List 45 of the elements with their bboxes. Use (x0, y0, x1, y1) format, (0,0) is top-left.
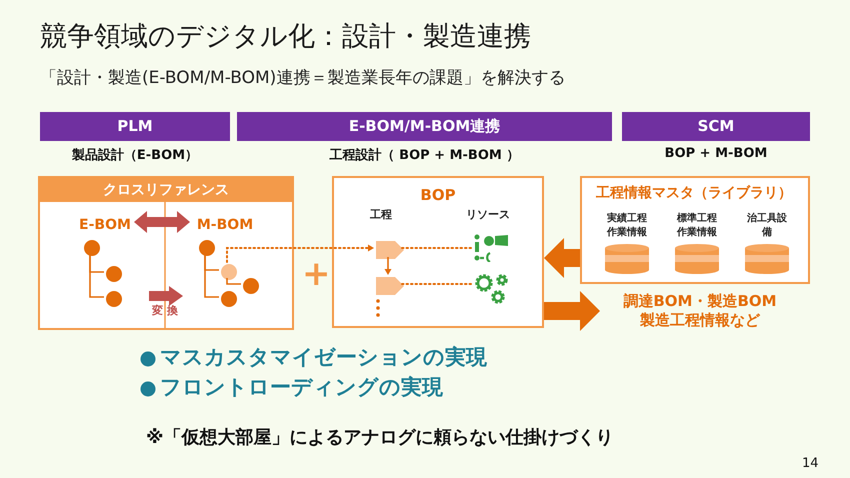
tree-line (204, 254, 219, 298)
block-arrow (544, 238, 580, 278)
bar-caption: BOP + M-BOM (664, 146, 768, 161)
dotted-line (401, 247, 473, 249)
bar-caption: 工程設計（ BOP + M-BOM ） (328, 146, 520, 164)
tree-circle (221, 291, 237, 307)
cylinder-caption: 実績工程作業情報 (606, 212, 648, 240)
tree-circle (221, 264, 237, 280)
subtitle: 「設計・製造(E-BOM/M-BOM)連携＝製造業長年の課題」を解決する (40, 67, 566, 89)
bullet-text: マスカスタマイゼーションの実現 (160, 344, 487, 371)
cylinder-caption: 標準工程作業情報 (676, 212, 718, 240)
panel-header: クロスリファレンス (40, 178, 292, 202)
block-arrow (544, 291, 600, 331)
tree-circle (84, 240, 100, 256)
output-text: 調達BOM・製造BOM製造工程情報など (600, 292, 800, 332)
page-number: 14 (802, 456, 819, 471)
column-heading: 工程 (370, 207, 392, 222)
cylinder-caption: 治工具設備 (746, 212, 788, 240)
bar-caption: 製品設計（E-BOM） (70, 146, 200, 164)
panel (580, 176, 810, 284)
panel-title: BOP (419, 186, 457, 204)
note: ※「仮想大部屋」によるアナログに頼らない仕掛けづくり (146, 426, 614, 449)
title: 競争領域のデジタル化：設計・製造連携 (40, 20, 531, 54)
block-arrow (134, 211, 190, 233)
tree-circle (243, 278, 259, 294)
tree-circle (106, 266, 122, 282)
tree-line (89, 254, 104, 298)
header-bar: PLM (40, 112, 230, 141)
tree-label: E-BOM (74, 214, 136, 236)
panel-title: 工程情報マスタ（ライブラリ） (596, 184, 792, 202)
dotted-line (401, 283, 473, 285)
column-heading: リソース (466, 207, 510, 222)
bullet-text: フロントローディングの実現 (160, 374, 443, 401)
header-bar: SCM (622, 112, 810, 141)
tree-line (226, 278, 241, 285)
arrow-label: 変換 (152, 303, 182, 318)
tree-circle (199, 240, 215, 256)
header-bar: E-BOM/M-BOM連携 (237, 112, 612, 141)
panel (332, 176, 544, 328)
panel (38, 176, 294, 330)
tree-circle (106, 291, 122, 307)
arrow (226, 244, 374, 263)
plus-sign: + (302, 254, 330, 294)
arrow (384, 257, 392, 275)
tree-label: M-BOM (192, 214, 258, 236)
